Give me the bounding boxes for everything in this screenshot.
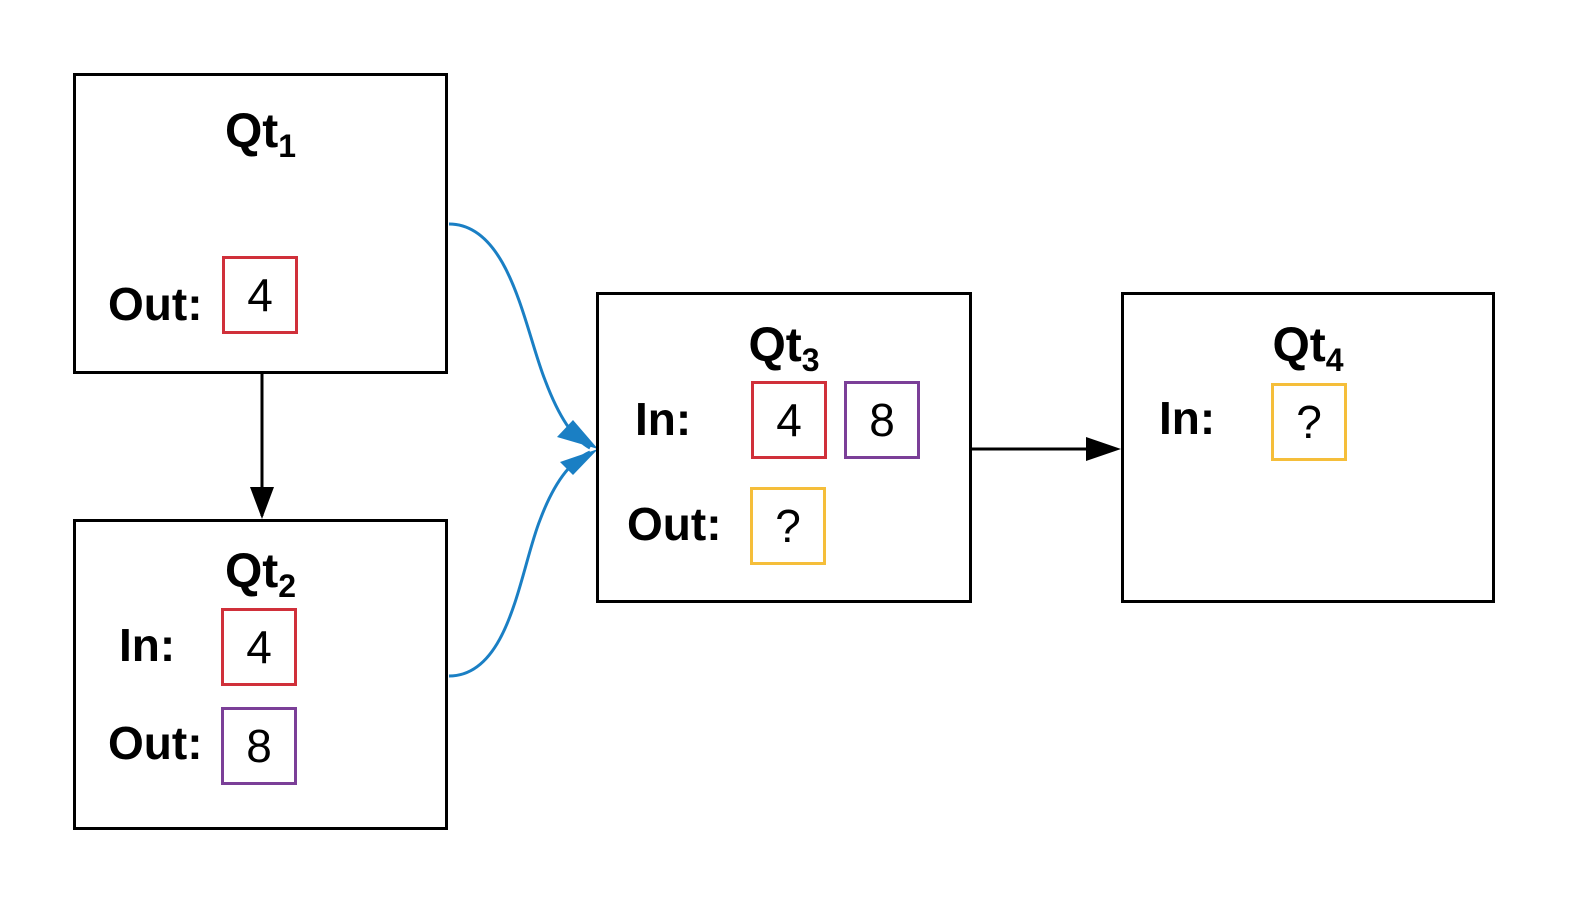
node-qt2-out-label: Out: (108, 717, 203, 769)
arrowhead-qt3-to-qt4 (1086, 437, 1121, 461)
node-qt3-in-value: 8 (844, 381, 920, 459)
node-qt1-title: Qt1 (224, 105, 297, 164)
node-qt3-title: Qt3 (748, 319, 820, 378)
edge-qt1-to-qt3 (448, 222, 591, 450)
node-qt2-title: Qt2 (224, 545, 297, 604)
node-qt1-out-value: 4 (222, 256, 298, 334)
node-qt2: Qt2 In: 4 Out: 8 (73, 519, 448, 830)
node-qt3-out-label: Out: (627, 498, 722, 550)
node-qt4-in-label: In: (1159, 392, 1216, 444)
node-qt2-in-value: 4 (221, 608, 297, 686)
edge-qt2-to-qt3 (448, 450, 591, 678)
node-qt3-in-label: In: (635, 393, 692, 445)
node-qt2-out-value: 8 (221, 707, 297, 785)
node-qt4: Qt4 In: ? (1121, 292, 1495, 603)
node-qt3: Qt3 In: 4 8 Out: ? (596, 292, 972, 603)
node-qt1-out-label: Out: (108, 278, 203, 330)
node-qt4-title: Qt4 (1272, 319, 1344, 378)
node-qt4-in-value: ? (1271, 383, 1347, 461)
arrowhead-qt2-to-qt3 (560, 449, 598, 475)
arrowhead-qt1-to-qt2 (250, 487, 274, 519)
node-qt1: Qt1 Out: 4 (73, 73, 448, 374)
node-qt2-in-label: In: (119, 619, 176, 671)
arrowhead-qt1-to-qt3 (557, 420, 598, 449)
node-qt3-out-value: ? (750, 487, 826, 565)
node-qt3-in-value: 4 (751, 381, 827, 459)
